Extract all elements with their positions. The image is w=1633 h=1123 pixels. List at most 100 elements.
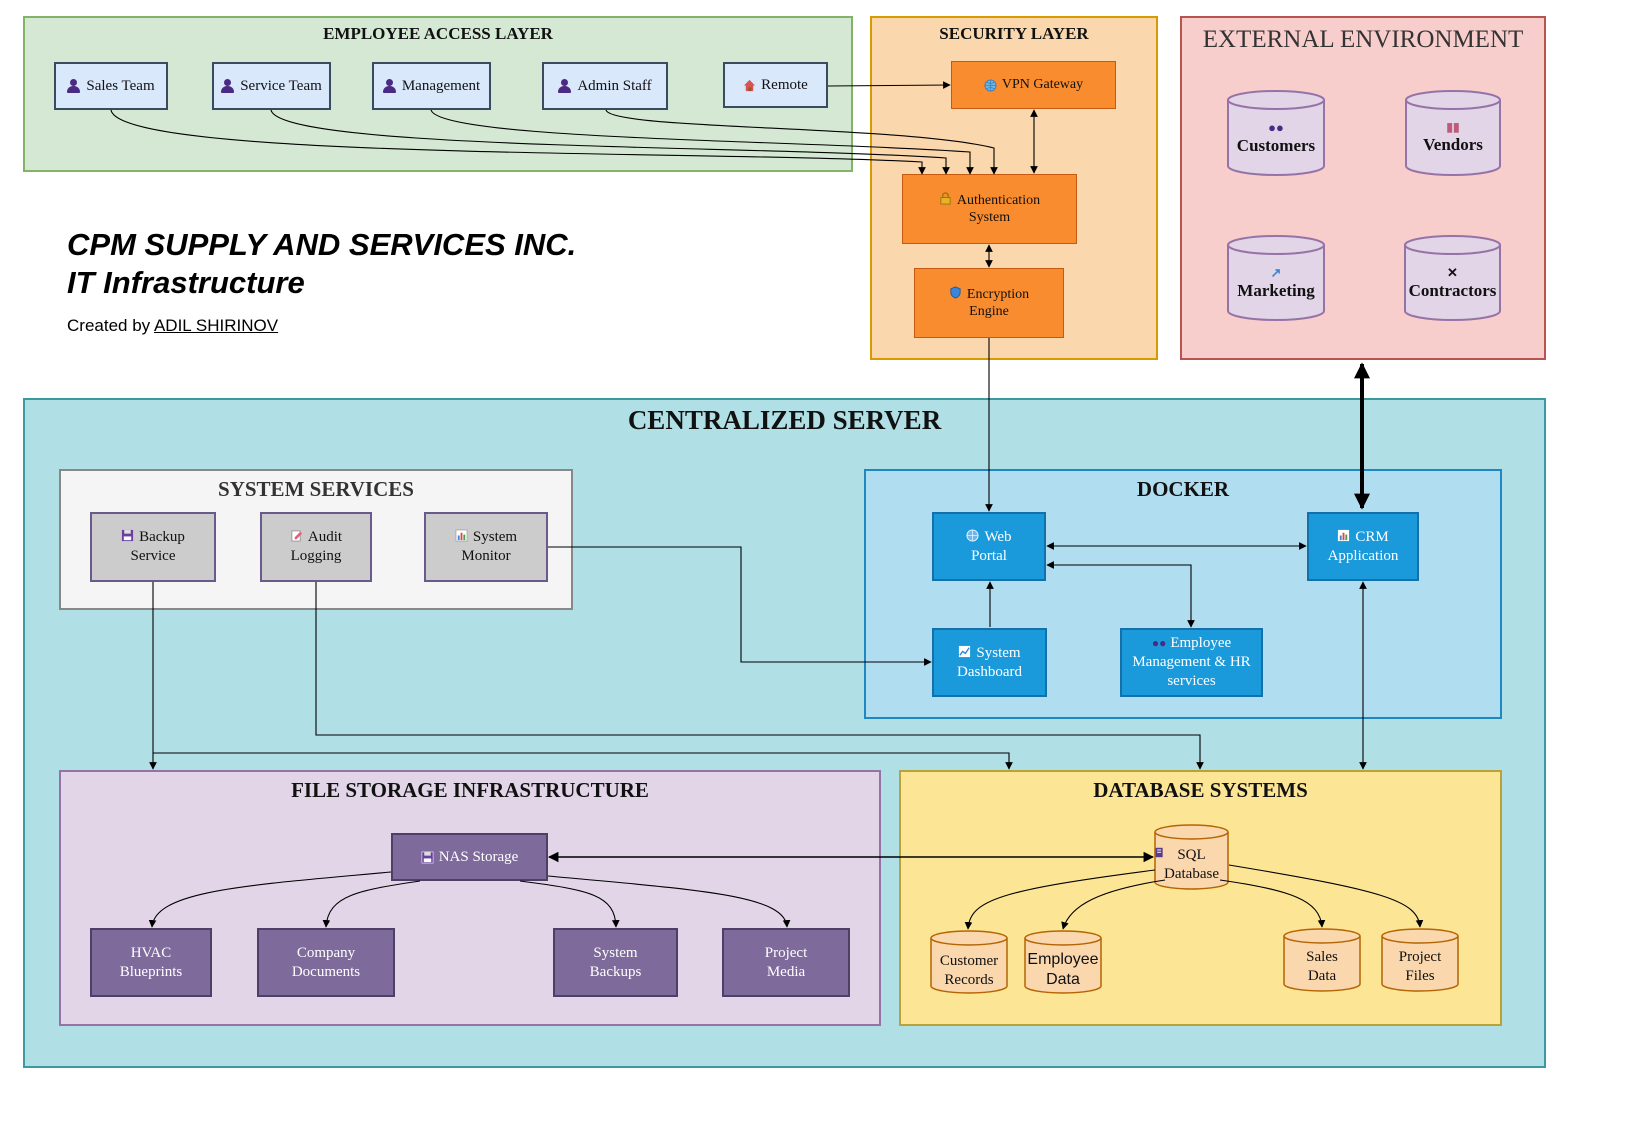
employee-access-layer-title: EMPLOYEE ACCESS LAYER bbox=[323, 24, 553, 43]
node-hvac-blueprints[interactable]: HVAC Blueprints bbox=[90, 928, 212, 997]
node-service-team-label: Service Team bbox=[240, 77, 322, 94]
db-customer-records-label-2: Records bbox=[944, 971, 994, 988]
diagram-title-line2: IT Infrastructure bbox=[67, 265, 305, 300]
node-sales-team[interactable]: Sales Team bbox=[54, 62, 168, 110]
node-crm-application[interactable]: CRM Application bbox=[1307, 512, 1419, 581]
cylinder-shape bbox=[1405, 90, 1501, 176]
people-icon: ●● bbox=[1268, 120, 1284, 135]
credit-prefix: Created by bbox=[67, 316, 151, 335]
node-web-portal-label-2: Portal bbox=[971, 547, 1007, 564]
ext-marketing-label: Marketing bbox=[1237, 281, 1315, 300]
bar-chart-icon bbox=[1338, 529, 1350, 541]
node-system-monitor[interactable]: System Monitor bbox=[424, 512, 548, 582]
tools-icon: ✕ bbox=[1447, 265, 1458, 280]
diagram-title-line1: CPM SUPPLY AND SERVICES INC. bbox=[67, 227, 577, 262]
node-authentication-system[interactable]: Authentication System bbox=[902, 174, 1077, 244]
node-nas-storage-label: NAS Storage bbox=[438, 848, 519, 865]
db-project-files-label: Project bbox=[1398, 949, 1442, 965]
node-audit-logging-label: Audit bbox=[307, 529, 343, 546]
node-vpn-gateway-label: VPN Gateway bbox=[1001, 77, 1084, 93]
db-sql-database[interactable]: SQL Database bbox=[1154, 824, 1229, 890]
author-link[interactable]: ADIL SHIRINOV bbox=[153, 316, 279, 335]
node-system-dashboard-label: System bbox=[976, 644, 1021, 661]
node-system-backups-label: System bbox=[593, 944, 638, 961]
cylinder-shape bbox=[930, 930, 1008, 994]
node-nas-storage[interactable]: NAS Storage bbox=[391, 833, 548, 881]
node-encryption-engine-label: Encryption bbox=[966, 286, 1030, 302]
shield-icon bbox=[950, 285, 961, 299]
person-icon bbox=[558, 79, 572, 93]
node-web-portal-label: Web bbox=[984, 528, 1012, 545]
node-authentication-system-label-2: System bbox=[968, 210, 1011, 225]
ext-contractors-text: ✕Contractors bbox=[1404, 265, 1501, 301]
node-encryption-engine[interactable]: Encryption Engine bbox=[914, 268, 1064, 338]
node-sales-team-label: Sales Team bbox=[86, 77, 155, 94]
chart-icon: ↗ bbox=[1270, 265, 1282, 280]
node-backup-service[interactable]: Backup Service bbox=[90, 512, 216, 582]
node-hvac-blueprints-label: HVAC bbox=[130, 944, 172, 961]
node-company-documents[interactable]: Company Documents bbox=[257, 928, 395, 997]
ext-marketing-text: ↗Marketing bbox=[1227, 265, 1325, 301]
cylinder-shape bbox=[1283, 928, 1361, 992]
ext-vendors[interactable]: ▮▮Vendors bbox=[1405, 90, 1501, 176]
node-system-backups-label-2: Backups bbox=[589, 963, 642, 980]
node-service-team[interactable]: Service Team bbox=[212, 62, 331, 110]
ext-customers-label: Customers bbox=[1236, 136, 1316, 155]
db-sql-label-2: Database bbox=[1164, 865, 1219, 882]
cylinder-shape bbox=[1154, 824, 1229, 890]
db-sql-label: SQL bbox=[1177, 847, 1206, 863]
node-encryption-engine-label-2: Engine bbox=[969, 304, 1009, 319]
node-audit-logging[interactable]: Audit Logging bbox=[260, 512, 372, 582]
ext-marketing[interactable]: ↗Marketing bbox=[1227, 235, 1325, 321]
node-project-media[interactable]: Project Media bbox=[722, 928, 850, 997]
node-backup-service-label: Backup bbox=[139, 529, 185, 546]
node-management-label: Management bbox=[401, 77, 481, 94]
db-employee-data-label: Employee bbox=[1027, 951, 1099, 968]
node-system-backups[interactable]: System Backups bbox=[553, 928, 678, 997]
ext-contractors[interactable]: ✕Contractors bbox=[1404, 235, 1501, 321]
db-sql-text: SQL Database bbox=[1154, 846, 1229, 884]
db-project-files-label-2: Files bbox=[1405, 967, 1435, 984]
ext-customers[interactable]: ●●Customers bbox=[1227, 90, 1325, 176]
house-icon bbox=[744, 79, 756, 91]
cylinder-shape bbox=[1227, 90, 1325, 176]
node-system-dashboard[interactable]: System Dashboard bbox=[932, 628, 1047, 697]
db-customer-records-label: Customer bbox=[939, 953, 999, 969]
floppy-icon bbox=[122, 530, 134, 542]
security-layer-title: SECURITY LAYER bbox=[939, 24, 1089, 43]
node-remote-label: Remote bbox=[761, 76, 808, 93]
node-system-dashboard-label-2: Dashboard bbox=[957, 663, 1022, 680]
bar-chart-icon bbox=[455, 529, 468, 542]
globe-icon bbox=[984, 78, 997, 92]
db-sales-data-label-2: Data bbox=[1307, 967, 1337, 984]
node-management[interactable]: Management bbox=[372, 62, 491, 110]
node-project-media-label: Project bbox=[764, 944, 808, 961]
node-remote[interactable]: Remote bbox=[723, 62, 828, 108]
node-company-documents-label: Company bbox=[296, 944, 356, 961]
node-company-documents-label-2: Documents bbox=[291, 963, 361, 980]
people-icon: ●● bbox=[1151, 636, 1167, 651]
system-services-title: SYSTEM SERVICES bbox=[218, 477, 414, 501]
person-icon bbox=[67, 79, 81, 93]
credit-line: Created by ADIL SHIRINOV bbox=[67, 316, 278, 336]
node-admin-staff-label: Admin Staff bbox=[577, 77, 652, 94]
node-backup-service-label-2: Service bbox=[130, 548, 176, 564]
db-employee-data-label-2: Data bbox=[1046, 971, 1080, 988]
node-web-portal[interactable]: Web Portal bbox=[932, 512, 1046, 581]
node-employee-management-hr[interactable]: ●●Employee Management & HR services bbox=[1120, 628, 1263, 697]
ext-vendors-text: ▮▮Vendors bbox=[1405, 120, 1501, 155]
ext-vendors-label: Vendors bbox=[1423, 135, 1483, 154]
ext-customers-text: ●●Customers bbox=[1227, 120, 1325, 156]
node-vpn-gateway[interactable]: VPN Gateway bbox=[951, 61, 1116, 109]
node-admin-staff[interactable]: Admin Staff bbox=[542, 62, 668, 110]
node-project-media-label-2: Media bbox=[766, 963, 806, 980]
centralized-server-title: CENTRALIZED SERVER bbox=[627, 405, 942, 435]
docker-title: DOCKER bbox=[1136, 477, 1230, 501]
